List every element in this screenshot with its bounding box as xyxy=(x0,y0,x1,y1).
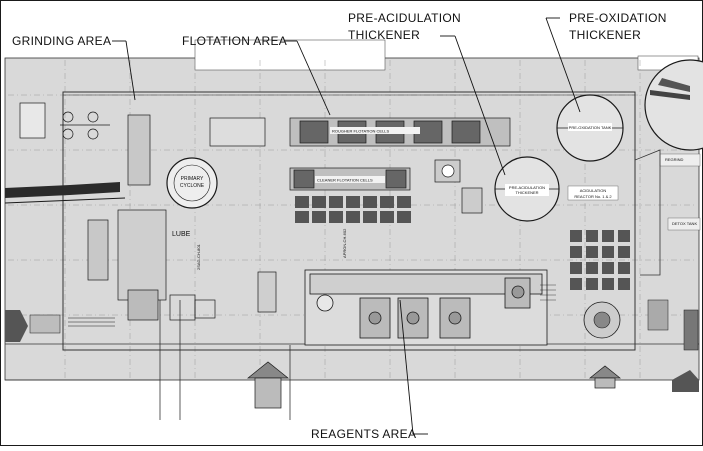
pre-acidulation-label-line1: PRE-ACIDULATION xyxy=(348,11,461,25)
feed-conveyor xyxy=(5,182,120,198)
svg-text:2SAG-CH-801: 2SAG-CH-801 xyxy=(196,243,201,270)
truck-bays xyxy=(247,271,621,409)
reagents-building xyxy=(304,269,548,346)
primary-cyclone-label: PRIMARY xyxy=(181,176,204,182)
svg-text:REACTOR No. 1 & 2: REACTOR No. 1 & 2 xyxy=(574,194,612,199)
svg-text:CYCLONE: CYCLONE xyxy=(180,183,205,189)
left-entrance-arrow xyxy=(5,310,28,342)
svg-text:CLEANER FLOTATION CELLS: CLEANER FLOTATION CELLS xyxy=(317,178,373,183)
pre-acidulation-label-line2: THICKENER xyxy=(348,28,421,42)
svg-text:DETOX TANK: DETOX TANK xyxy=(672,221,697,226)
lube-label: LUBE xyxy=(172,231,191,238)
pre-oxidation-label-line2: THICKENER xyxy=(569,28,642,42)
svg-text:APRON-CH-602: APRON-CH-602 xyxy=(342,228,347,258)
svg-text:REGRIND: REGRIND xyxy=(665,157,684,162)
agitated-tanks xyxy=(570,230,630,290)
main-building-outline xyxy=(62,91,636,351)
grinding-area-label: GRINDING AREA xyxy=(12,34,112,48)
svg-text:ACIDULATION: ACIDULATION xyxy=(580,188,607,193)
callout-leaders xyxy=(112,17,581,435)
pre-oxidation-label-line1: PRE-OXIDATION xyxy=(569,11,667,25)
grinding-equipment xyxy=(19,102,216,321)
flotation-area-label: FLOTATION AREA xyxy=(182,34,288,48)
svg-text:PRE-ACIDULATION: PRE-ACIDULATION xyxy=(509,185,545,190)
svg-text:ROUGHER FLOTATION CELLS: ROUGHER FLOTATION CELLS xyxy=(332,129,390,134)
svg-text:THICKENER: THICKENER xyxy=(515,190,538,195)
primary-cyclone xyxy=(166,157,218,209)
svg-text:PRE-OXIDATION TANK: PRE-OXIDATION TANK xyxy=(569,125,612,130)
reagents-area-label: REAGENTS AREA xyxy=(311,427,417,441)
conditioning-tanks xyxy=(295,196,411,223)
